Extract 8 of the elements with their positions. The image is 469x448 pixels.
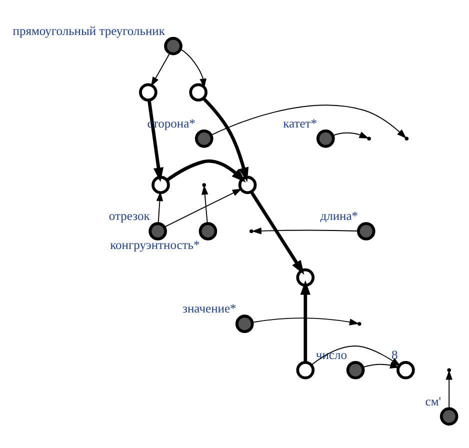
node-label: длина* — [320, 208, 358, 223]
node-label: отрезок — [108, 208, 150, 223]
node-label: см' — [425, 394, 442, 408]
node-label: прямоугольный треугольник — [12, 23, 165, 38]
node-label: значение* — [182, 301, 236, 316]
node-label: 8 — [391, 347, 398, 362]
node-label: конгруэнтность* — [110, 237, 200, 252]
node-label: катет* — [283, 116, 318, 130]
